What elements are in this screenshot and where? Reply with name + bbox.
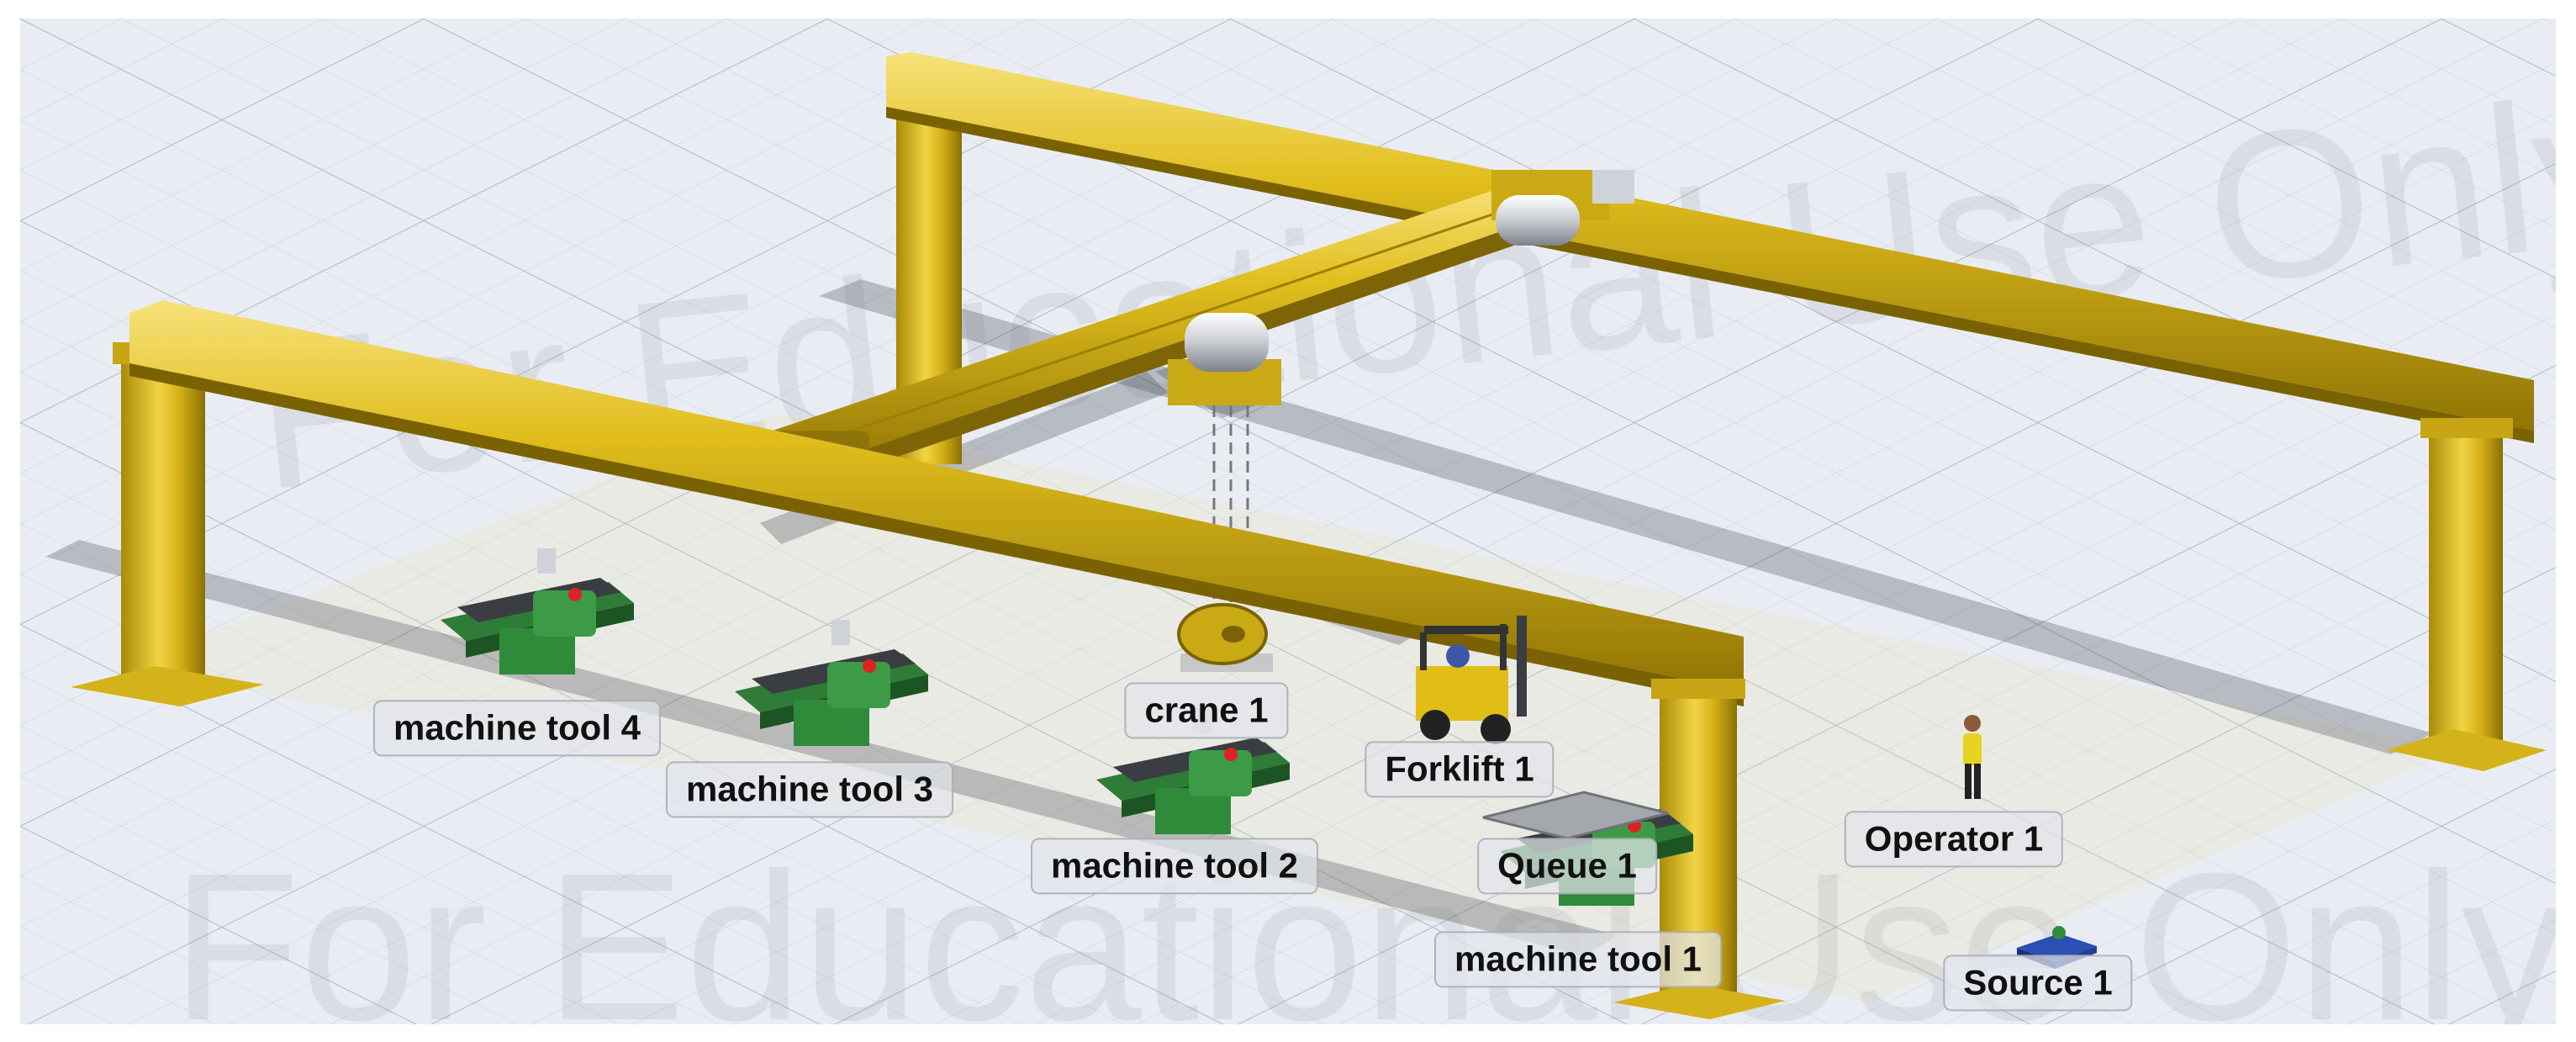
label-machine-tool-1[interactable]: machine tool 1 bbox=[1433, 931, 1723, 988]
label-crane-1[interactable]: crane 1 bbox=[1124, 682, 1289, 739]
crane-trolley[interactable] bbox=[1168, 313, 1281, 607]
machine-tool-3-model[interactable] bbox=[735, 620, 928, 746]
label-operator-1[interactable]: Operator 1 bbox=[1844, 811, 2064, 868]
label-machine-tool-4[interactable]: machine tool 4 bbox=[372, 700, 662, 757]
label-queue-1[interactable]: Queue 1 bbox=[1477, 838, 1657, 895]
crane-foot-front-right bbox=[1613, 984, 1786, 1019]
crane-post-back-right bbox=[2429, 422, 2503, 750]
label-forklift-1[interactable]: Forklift 1 bbox=[1365, 741, 1555, 798]
crane-post-front-left bbox=[121, 346, 205, 691]
overhead-crane[interactable] bbox=[71, 52, 2547, 1019]
machine-tool-4-model[interactable] bbox=[441, 548, 634, 674]
watermark-lower: For Educational Use Only bbox=[172, 829, 2556, 1024]
crane-runway-back bbox=[886, 52, 2534, 431]
3d-scene-canvas[interactable]: For Educational Use Only For Educational… bbox=[20, 19, 2556, 1024]
crane-bridge-girder bbox=[760, 182, 1533, 477]
label-machine-tool-3[interactable]: machine tool 3 bbox=[665, 761, 954, 818]
crane-load bbox=[1177, 603, 1273, 672]
crane-foot-front-left bbox=[71, 666, 264, 706]
crane-end-truck-right bbox=[1491, 170, 1634, 246]
operator-1-model[interactable] bbox=[1963, 715, 1982, 799]
machine-tool-2-model[interactable] bbox=[1096, 708, 1290, 834]
label-source-1[interactable]: Source 1 bbox=[1943, 955, 2133, 1012]
crane-runway-front bbox=[129, 300, 1744, 691]
queue-1-model[interactable] bbox=[1482, 791, 1669, 840]
forklift-1-model[interactable] bbox=[1416, 616, 1527, 744]
label-machine-tool-2[interactable]: machine tool 2 bbox=[1030, 838, 1319, 895]
crane-foot-back-right bbox=[2387, 729, 2547, 771]
simulation-3d-viewport[interactable]: For Educational Use Only For Educational… bbox=[20, 19, 2556, 1024]
